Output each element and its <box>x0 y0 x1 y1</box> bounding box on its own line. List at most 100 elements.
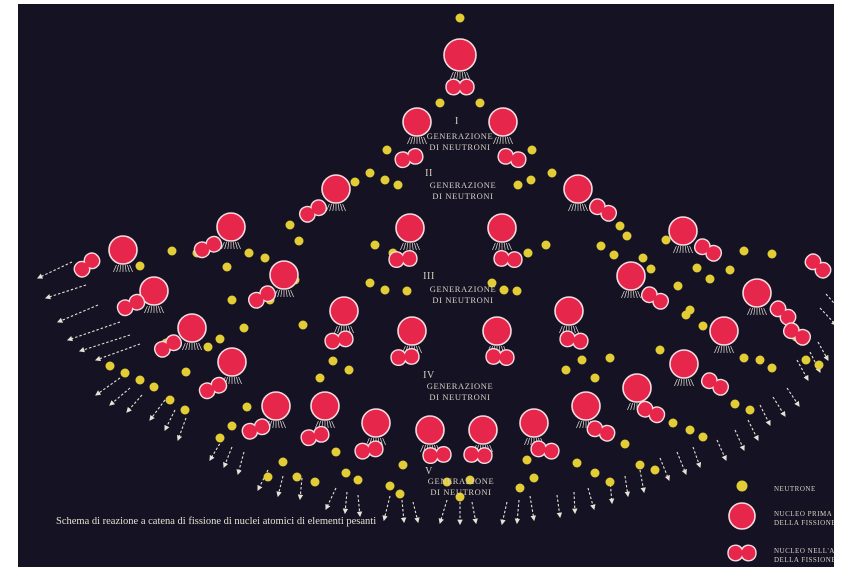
emission-line-9-4 <box>285 289 288 298</box>
neutron-arrow-40 <box>734 429 745 452</box>
neutron-23 <box>135 261 145 271</box>
emission-line-1-0 <box>407 136 411 145</box>
legend-nucleus-during: NUCLEO NELL'ATTO DELLA FISSIONE <box>727 544 849 564</box>
emission-line-21-4 <box>277 420 280 429</box>
nucleus-before-fission-1 <box>402 107 432 145</box>
neutron-45 <box>661 235 671 245</box>
emission-line-7-4 <box>232 241 235 250</box>
nucleus-splitting-24 <box>422 445 452 465</box>
emission-line-18-1 <box>717 345 720 354</box>
neutron-43 <box>609 250 619 260</box>
neutron-87 <box>605 477 615 487</box>
emission-line-3-6 <box>342 203 346 212</box>
emission-line-22-6 <box>331 420 335 429</box>
neutron-arrow-3 <box>66 321 121 342</box>
nucleus-splitting-21-body <box>241 418 271 440</box>
nucleus-splitting-12 <box>390 347 420 367</box>
emission-line-20-4 <box>233 376 236 385</box>
neutron-92 <box>685 425 695 435</box>
neutron-81 <box>465 475 475 485</box>
neutron-arrow-31 <box>572 491 578 515</box>
nucleus-circle-9 <box>269 260 299 290</box>
emission-line-17-5 <box>761 307 764 316</box>
neutron-8 <box>260 253 270 263</box>
emission-line-29-2 <box>680 378 683 387</box>
emission-line-24-0 <box>420 444 424 453</box>
nucleus-splitting-11-body <box>324 330 354 350</box>
emission-line-18-4 <box>725 345 728 354</box>
neutron-arrow-33 <box>608 479 615 505</box>
neutron-53 <box>767 249 777 259</box>
emission-line-4-1 <box>403 242 406 251</box>
legend-neutron-label: NEUTRONE <box>774 485 816 493</box>
generation-2-line1: GENERAZIONE <box>430 180 497 190</box>
neutron-69 <box>278 457 288 467</box>
neutron-76 <box>398 460 408 470</box>
emission-line-22-0 <box>315 420 319 429</box>
emission-line-15-1 <box>676 245 679 254</box>
neutron-10 <box>380 175 390 185</box>
generation-2-roman: II <box>425 168 433 179</box>
nucleus-splitting-12-body <box>390 347 420 367</box>
neutron-arrow-49 <box>825 293 841 311</box>
nucleus-before-fission-10 <box>139 276 169 314</box>
emission-line-29-4 <box>685 378 688 387</box>
neutron-arrow-37 <box>676 451 687 476</box>
neutron-82 <box>522 455 532 465</box>
neutron-5 <box>527 145 537 155</box>
neutron-arrow-22 <box>400 499 407 524</box>
nucleus-splitting-9 <box>248 285 276 309</box>
emission-line-14-5 <box>573 325 576 334</box>
nucleus-before-fission-18 <box>709 316 739 354</box>
nucleus-splitting-15 <box>694 238 722 262</box>
emission-line-11-0 <box>334 325 338 334</box>
nucleus-splitting-20 <box>198 376 228 400</box>
neutron-105 <box>814 360 824 370</box>
generation-4-line1: GENERAZIONE <box>427 381 494 391</box>
generation-5-line1: GENERAZIONE <box>428 476 495 486</box>
neutron-arrow-44 <box>786 387 800 407</box>
neutron-56 <box>215 334 225 344</box>
neutron-50 <box>655 345 665 355</box>
neutron-66 <box>242 402 252 412</box>
nucleus-splitting-28 <box>636 400 666 424</box>
neutron-64 <box>165 395 175 405</box>
emission-line-19-4 <box>193 342 196 351</box>
neutron-arrow-39 <box>716 439 727 462</box>
nucleus-circle-25 <box>468 415 498 445</box>
neutron-86 <box>590 468 600 478</box>
nucleus-splitting-0 <box>445 78 475 96</box>
emission-line-14-6 <box>575 325 579 334</box>
neutron-54 <box>227 295 237 305</box>
generation-label-3: III GENERAZIONE DI NEUTRONI <box>423 271 496 305</box>
emission-line-2-2 <box>499 136 502 145</box>
nucleus-splitting-1 <box>394 147 424 169</box>
neutron-arrow-29 <box>529 495 536 522</box>
nucleus-splitting-4-body <box>388 249 418 269</box>
neutron-36 <box>487 278 497 288</box>
neutron-arrow-41 <box>747 419 759 441</box>
neutron-37 <box>499 285 509 295</box>
neutron-71 <box>310 477 320 487</box>
neutron-35 <box>315 373 325 383</box>
nucleus-before-fission-5 <box>487 213 517 251</box>
nucleus-circle-11 <box>329 296 359 326</box>
emission-line-26-0 <box>524 437 528 446</box>
nucleus-splitting-22-body <box>300 425 330 447</box>
emission-line-15-2 <box>679 245 682 254</box>
nucleus-splitting-27 <box>586 420 616 442</box>
emission-line-16-6 <box>637 290 641 299</box>
neutron-arrow-43 <box>772 396 786 417</box>
neutron-30 <box>365 278 375 288</box>
emission-line-18-6 <box>730 345 734 354</box>
emission-line-6-2 <box>574 203 577 212</box>
neutron-47 <box>725 265 735 275</box>
neutron-41 <box>590 373 600 383</box>
neutron-65 <box>180 405 190 415</box>
neutron-arrow-36 <box>659 457 670 482</box>
emission-line-2-4 <box>504 136 507 145</box>
neutron-57 <box>203 342 213 352</box>
nucleus-splitting-5-body <box>493 249 523 269</box>
neutron-arrow-42 <box>759 404 771 426</box>
nucleus-emission-10 <box>144 305 164 314</box>
